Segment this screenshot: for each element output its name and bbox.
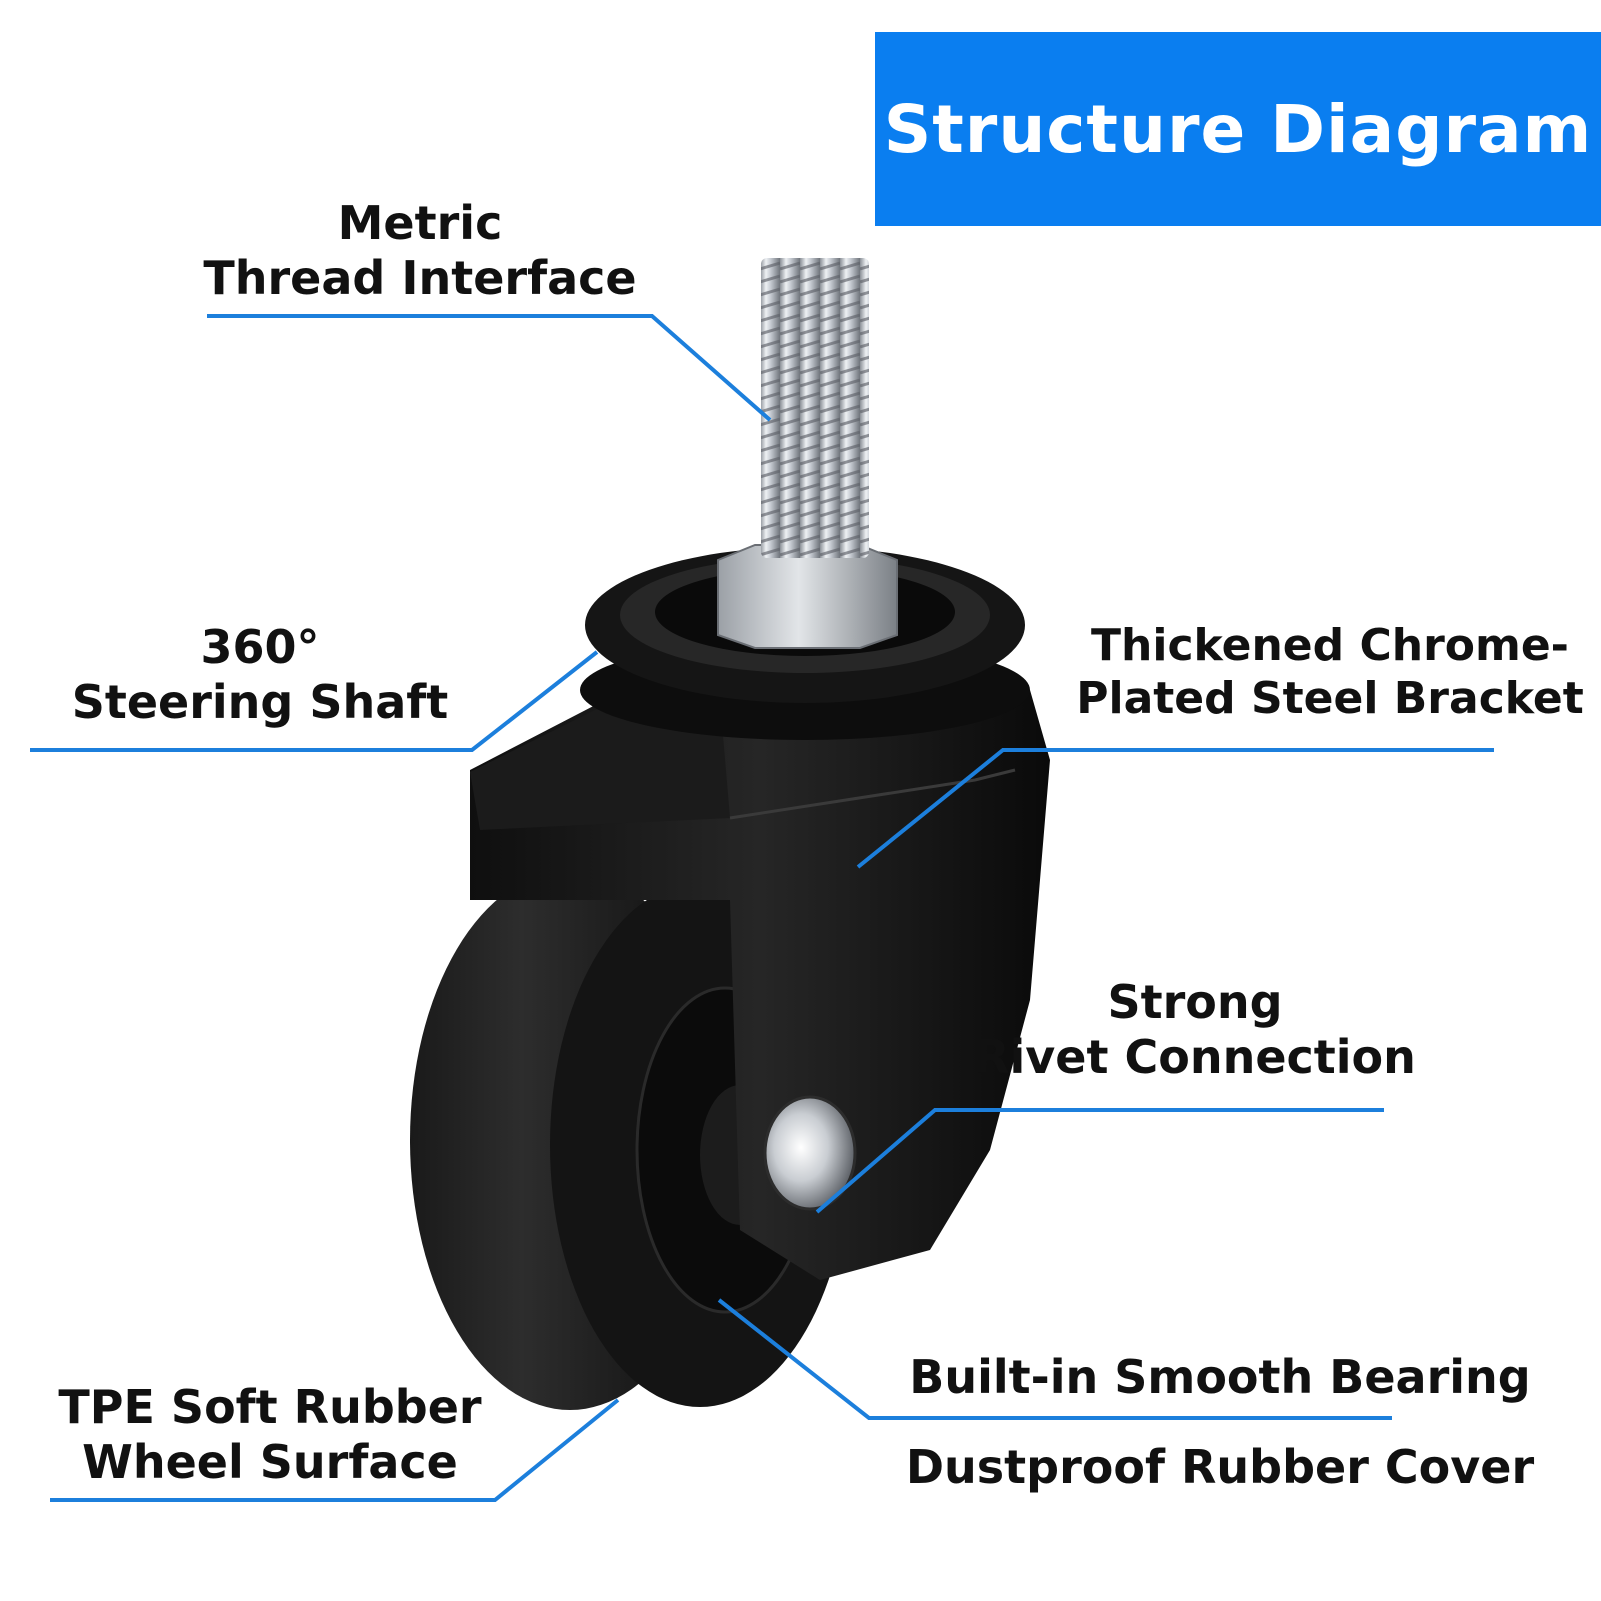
callout-cover: Dustproof Rubber Cover (870, 1440, 1570, 1495)
callout-steering: 360° Steering Shaft (40, 620, 480, 730)
bracket (470, 690, 1050, 1280)
callout-bracket: Thickened Chrome- Plated Steel Bracket (1060, 620, 1600, 726)
diagram-title: Structure Diagram (883, 90, 1593, 168)
rivet (763, 1095, 857, 1211)
callout-cover-line-1: Dustproof Rubber Cover (905, 1440, 1535, 1494)
callout-thread-line-1: Metric (337, 196, 503, 250)
leader-line-wheel (50, 1398, 620, 1502)
callout-thread-line-2: Thread Interface (203, 251, 637, 306)
callout-rivet: Strong Rivet Connection (960, 975, 1430, 1085)
callout-rivet-line-2: Rivet Connection (974, 1030, 1416, 1085)
callout-thread: Metric Thread Interface (170, 196, 670, 306)
callout-wheel: TPE Soft Rubber Wheel Surface (35, 1380, 505, 1490)
leader-line-bearing (717, 1298, 1392, 1420)
callout-wheel-line-1: TPE Soft Rubber (58, 1380, 482, 1434)
leader-lines (30, 314, 1494, 1502)
callout-bracket-line-2: Plated Steel Bracket (1076, 672, 1584, 724)
callout-steering-line-2: Steering Shaft (71, 675, 449, 730)
leader-line-steering (30, 650, 599, 752)
leader-line-bracket (856, 748, 1494, 869)
callout-bearing-line-1: Built-in Smooth Bearing (909, 1350, 1531, 1404)
callout-wheel-line-2: Wheel Surface (82, 1435, 458, 1490)
callout-bearing: Built-in Smooth Bearing (870, 1350, 1570, 1405)
threaded-bolt (761, 258, 869, 558)
title-banner (875, 32, 1601, 226)
leader-line-thread (207, 314, 772, 422)
callout-rivet-line-1: Strong (1107, 975, 1283, 1029)
leader-line-rivet (815, 1108, 1384, 1214)
title-box: Structure Diagram (875, 32, 1601, 226)
hex-nut (717, 544, 898, 649)
callout-steering-line-1: 360° (200, 620, 320, 674)
callout-bracket-line-1: Thickened Chrome- (1091, 620, 1569, 671)
